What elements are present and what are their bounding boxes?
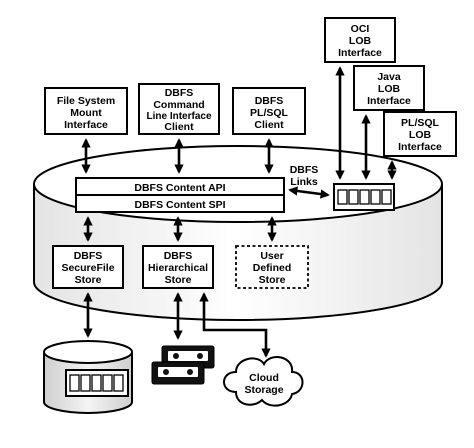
dbfs-links-label-line-2: Links [290,176,318,188]
tape-storage-icon [151,345,215,385]
cli-client-line-4: Client [164,121,194,133]
content-spi-bar: DBFS Content SPI [75,194,285,213]
cli-client-line-2: Command [153,99,204,111]
lob-segment-2 [348,189,359,205]
oci-lob-line-2: LOB [349,35,372,47]
arrow-dbfs-links [288,186,330,199]
lob-segment-3 [359,189,370,205]
oci-lob-line-3: Interface [338,47,382,59]
lob-segment-1 [337,189,348,205]
securefile-store-line-3: Store [75,274,102,286]
java-lob-interface-box: Java LOB Interface [353,65,425,111]
securefile-store-line-1: DBFS [74,250,103,262]
arrow-hierarchical-to-cloud [199,292,271,358]
fs-mount-line-1: File System [57,95,115,107]
lob-segment-block [333,183,395,211]
cloud-storage-line-1: Cloud [249,372,279,384]
plsql-lob-line-1: PL/SQL [401,117,440,129]
plsql-lob-line-2: LOB [409,129,432,141]
cli-client-line-3: Line Interface [146,111,211,122]
dbfs-links-label-line-1: DBFS [290,164,319,176]
plsql-lob-line-3: Interface [398,141,442,153]
plsql-lob-interface-box: PL/SQL LOB Interface [383,111,457,157]
fs-mount-line-2: Mount [70,107,102,119]
content-api-label: DBFS Content API [134,182,225,194]
hierarchical-store-line-2: Hierarchical [148,262,208,274]
user-defined-store-line-3: Store [259,274,286,286]
securefile-store-box: DBFS SecureFile Store [52,245,124,289]
user-defined-store-box: User Defined Store [235,245,309,289]
cli-client-line-1: DBFS [165,87,194,99]
content-spi-label: DBFS Content SPI [135,199,226,211]
oci-lob-line-1: OCI [351,23,370,35]
hierarchical-store-line-3: Store [165,274,192,286]
securefile-store-line-2: SecureFile [61,262,114,274]
hierarchical-store-line-1: DBFS [164,250,193,262]
plsql-client-box: DBFS PL/SQL Client [232,87,306,135]
java-lob-line-3: Interface [367,95,411,107]
plsql-client-line-3: Client [254,119,284,131]
lob-segment-4 [370,189,381,205]
content-api-bar: DBFS Content API [75,177,285,196]
plsql-client-line-2: PL/SQL [250,107,289,119]
disk-storage-cylinder [43,340,133,414]
cloud-storage-line-2: Storage [244,384,283,396]
database-cylinder [33,145,443,321]
cli-client-box: DBFS Command Line Interface Client [138,83,220,135]
lob-segment-5 [381,189,392,205]
java-lob-line-2: LOB [378,83,401,95]
fs-mount-interface-box: File System Mount Interface [44,87,128,135]
plsql-client-line-1: DBFS [255,95,284,107]
user-defined-store-line-1: User [260,250,283,262]
java-lob-line-1: Java [377,71,401,83]
fs-mount-line-3: Interface [64,119,108,131]
user-defined-store-line-2: Defined [253,262,292,274]
cloud-storage-icon: Cloud Storage [223,356,304,407]
hierarchical-store-box: DBFS Hierarchical Store [142,245,214,289]
oci-lob-interface-box: OCI LOB Interface [324,17,396,63]
